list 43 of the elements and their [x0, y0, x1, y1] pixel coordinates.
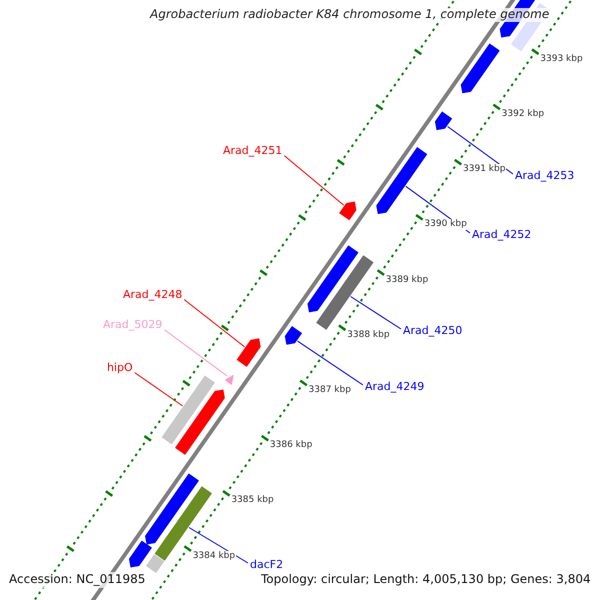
tick-label: 3385 kbp [230, 495, 275, 506]
tick-label: 3391 kbp [462, 164, 506, 174]
leader-line [164, 329, 228, 376]
tick-label: 3387 kbp [308, 384, 352, 396]
map-title: Agrobacterium radiobacter K84 chromosome 1, complete genome [150, 8, 550, 22]
gene-bar [316, 255, 374, 330]
gene-label: Arad_4252 [472, 229, 532, 242]
gene-bar [376, 147, 428, 214]
tick-label: 3388 kbp [346, 330, 391, 340]
gene-label: Arad_4251 [223, 145, 282, 158]
leader-line [447, 126, 514, 174]
tick-label: 3390 kbp [423, 219, 468, 230]
gene-label: Arad_4248 [123, 289, 182, 302]
tick-label: 3392 kbp [500, 108, 546, 120]
genome-info-text: Topology: circular; Length: 4,005,130 bp; Genes: 3,804 [261, 573, 591, 587]
tick-label: 3386 kbp [268, 440, 314, 450]
tick-label: 3384 kbp [192, 550, 236, 561]
gene-label: dacF2 [250, 559, 284, 572]
gene-bar [236, 338, 261, 367]
gene-bar [339, 202, 356, 220]
gene-bar [128, 540, 152, 568]
leader-line [284, 155, 344, 206]
gene-bar [175, 390, 225, 455]
gene-bar [284, 326, 302, 345]
tick-label: 3393 kbp [539, 54, 584, 64]
gene-label: Arad_5029 [103, 319, 162, 332]
gene-label: hipO [107, 362, 133, 375]
gene-bar [307, 245, 358, 312]
gene-bar [146, 554, 164, 574]
gene-bar [145, 473, 199, 545]
leader-line [188, 527, 248, 564]
gene-bar [224, 374, 234, 385]
tick-label: 3389 kbp [384, 274, 430, 285]
gene-label: Arad_4253 [515, 170, 574, 183]
gene-label: Arad_4250 [403, 325, 462, 338]
leader-line [297, 340, 364, 386]
gene-label: Arad_4249 [365, 381, 424, 394]
leader-line [350, 296, 402, 330]
leader-line [184, 299, 246, 348]
gene-bar [460, 43, 500, 94]
gene-bar [434, 111, 452, 130]
gene-bar [162, 376, 215, 444]
leader-line [134, 372, 184, 406]
